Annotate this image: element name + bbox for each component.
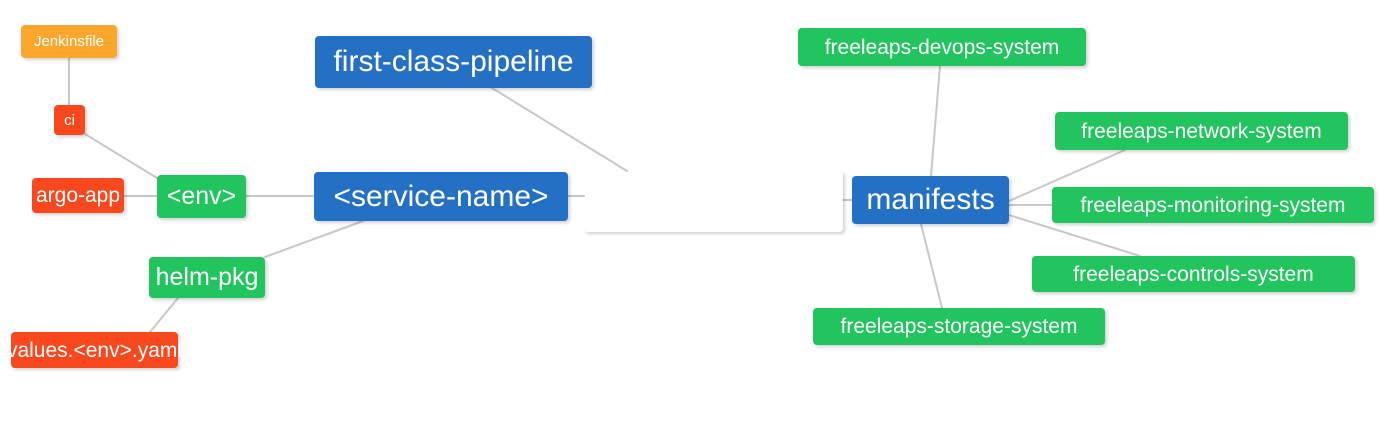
edge-manifests-to-freeleaps-devops-system	[930, 65, 941, 177]
node-label-jenkinsfile: Jenkinsfile	[33, 33, 105, 50]
node-jenkinsfile[interactable]: Jenkinsfile	[21, 25, 117, 58]
node-freeleaps-storage-system[interactable]: freeleaps-storage-system	[813, 308, 1105, 345]
node-freeleaps-ops[interactable]: freeleaps-ops	[584, 171, 843, 232]
node-label-service-name: <service-name>	[333, 179, 549, 213]
node-label-helm-pkg: helm-pkg	[155, 263, 259, 291]
edge-ci-to-env	[84, 133, 158, 179]
node-label-values-env-yaml: values.<env>.yaml	[6, 338, 183, 362]
edge-first-class-pipeline-to-freeleaps-ops	[491, 87, 628, 172]
node-helm-pkg[interactable]: helm-pkg	[149, 257, 265, 298]
node-label-freeleaps-controls-system: freeleaps-controls-system	[1073, 262, 1314, 286]
node-values-env-yaml[interactable]: values.<env>.yaml	[7, 332, 182, 368]
edge-helm-pkg-to-service-name	[264, 220, 364, 258]
node-label-freeleaps-ops: freeleaps-ops	[607, 182, 820, 221]
node-freeleaps-devops-system[interactable]: freeleaps-devops-system	[798, 28, 1086, 66]
node-freeleaps-network-system[interactable]: freeleaps-network-system	[1055, 112, 1348, 150]
edge-manifests-to-freeleaps-storage-system	[920, 223, 943, 309]
node-label-env: <env>	[166, 182, 237, 210]
node-freeleaps-monitoring-system[interactable]: freeleaps-monitoring-system	[1052, 187, 1374, 223]
node-label-freeleaps-monitoring-system: freeleaps-monitoring-system	[1080, 193, 1346, 217]
node-freeleaps-controls-system[interactable]: freeleaps-controls-system	[1032, 256, 1355, 292]
node-first-class-pipeline[interactable]: first-class-pipeline	[315, 36, 592, 88]
node-argo-app[interactable]: argo-app	[32, 178, 124, 213]
node-label-ci: ci	[64, 111, 75, 129]
node-ci[interactable]: ci	[54, 105, 85, 135]
edge-values-env-yaml-to-helm-pkg	[149, 297, 179, 333]
node-label-manifests: manifests	[866, 183, 995, 216]
node-label-argo-app: argo-app	[35, 184, 121, 207]
node-label-freeleaps-storage-system: freeleaps-storage-system	[840, 315, 1078, 338]
node-label-freeleaps-network-system: freeleaps-network-system	[1081, 119, 1322, 143]
node-label-freeleaps-devops-system: freeleaps-devops-system	[824, 35, 1060, 59]
node-label-first-class-pipeline: first-class-pipeline	[333, 45, 574, 78]
node-service-name[interactable]: <service-name>	[314, 172, 568, 221]
node-manifests[interactable]: manifests	[852, 176, 1009, 224]
node-env[interactable]: <env>	[157, 175, 246, 218]
